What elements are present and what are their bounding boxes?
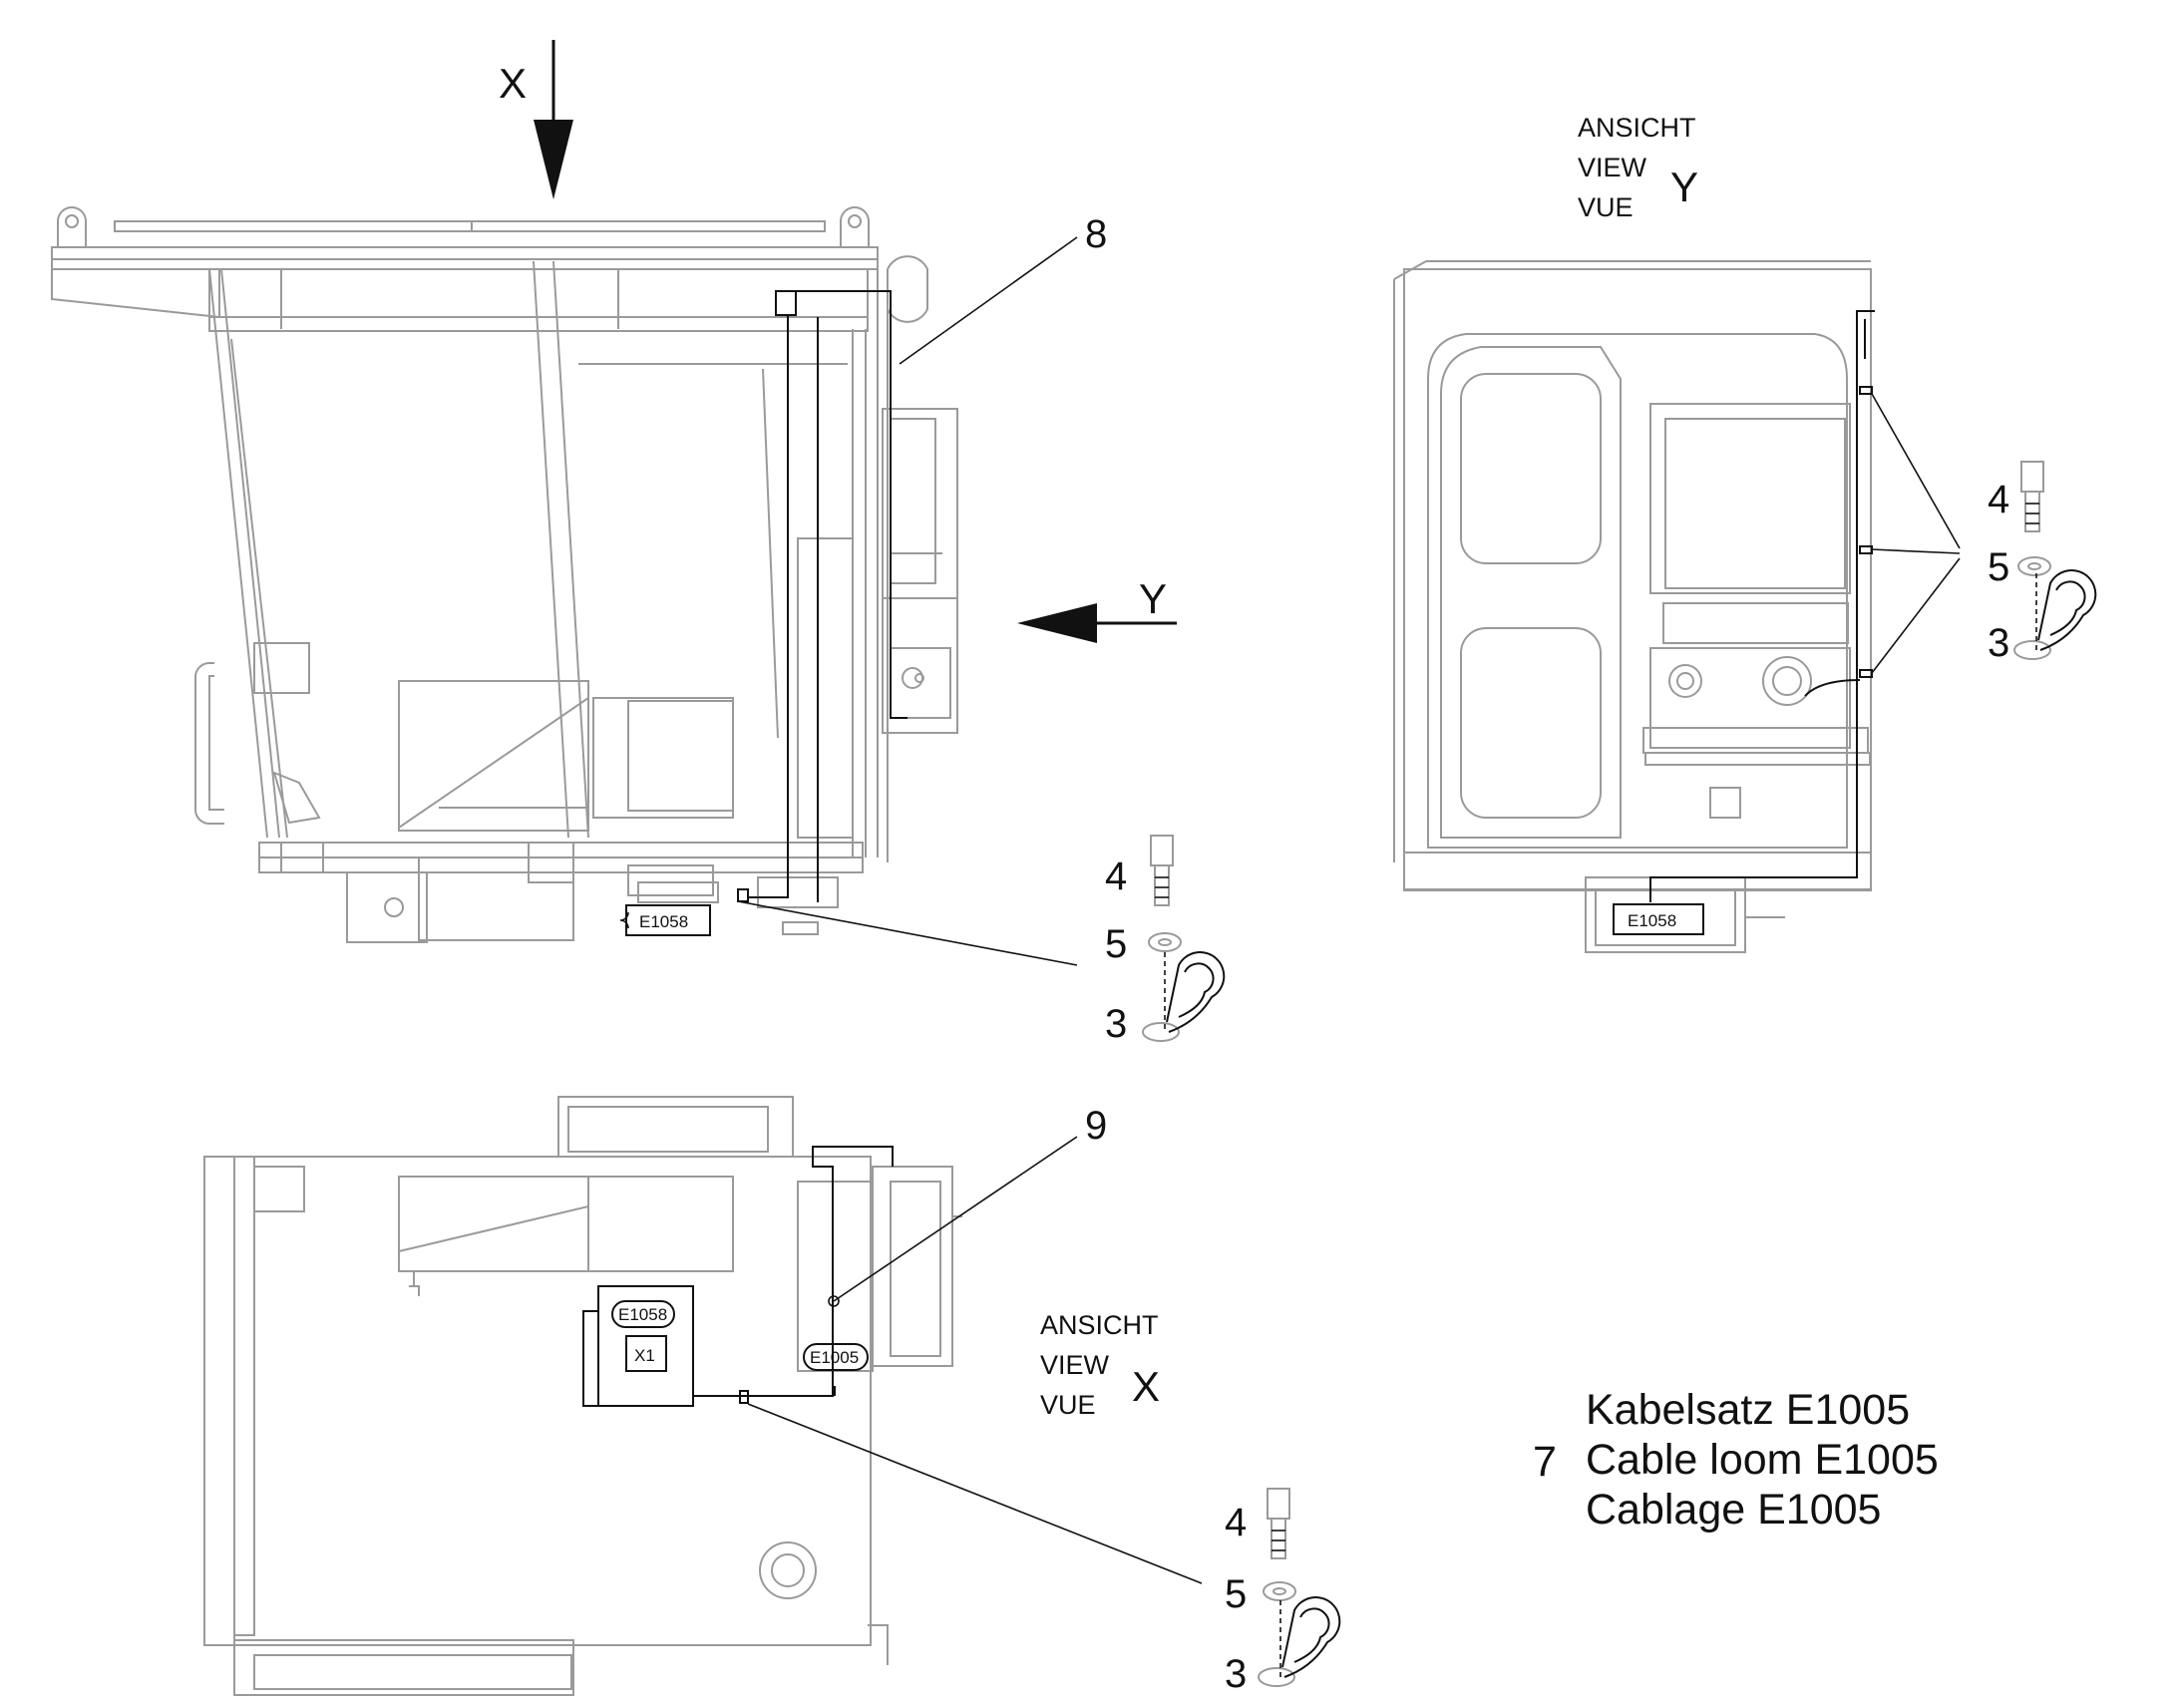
view-y-letter: Y <box>1670 164 1698 210</box>
part-group-view-x: 4 5 3 <box>747 1403 1341 1696</box>
part-label-clamp: 3 <box>1988 621 2009 665</box>
clamp-icon <box>1142 951 1226 1042</box>
part-label-washer: 5 <box>1105 922 1127 966</box>
connector-tag-e1058-top <box>611 1300 675 1328</box>
washer-icon <box>1263 1581 1296 1601</box>
part-label-clamp: 3 <box>1105 1002 1127 1046</box>
screw-icon <box>1267 1488 1290 1559</box>
view-x-cab <box>203 1096 962 1696</box>
callout-8: 8 <box>1085 212 1107 256</box>
view-x-label-fr: VUE <box>1040 1390 1096 1420</box>
connector-tag-e1005 <box>803 1343 869 1371</box>
view-arrow-y-label: Y <box>1139 575 1167 622</box>
side-view-cab <box>51 206 958 943</box>
svg-text:E1005: E1005 <box>810 1348 859 1367</box>
view-y-label-en: VIEW <box>1578 153 1647 182</box>
svg-text:E1058: E1058 <box>639 912 688 931</box>
view-arrow-x-label: X <box>499 60 527 107</box>
screw-icon <box>1150 835 1174 906</box>
title-line-en: Cable loom E1005 <box>1586 1436 1939 1484</box>
view-x-label-de: ANSICHT <box>1040 1310 1159 1340</box>
view-x-letter: X <box>1132 1363 1160 1410</box>
part-group-side: 4 5 3 <box>737 835 1226 1046</box>
connector-tag-e1058-side <box>625 904 711 936</box>
washer-icon <box>2017 556 2051 576</box>
part-label-screw: 4 <box>1105 854 1127 898</box>
view-y-label-fr: VUE <box>1578 192 1634 222</box>
title-line-fr: Cablage E1005 <box>1586 1486 1881 1534</box>
connector-tag-e1058-rear <box>1613 903 1704 935</box>
callout-9-leader <box>833 1136 1078 1302</box>
callout-8-leader <box>899 236 1078 365</box>
part-group-view-y: 4 5 3 <box>1871 393 2097 674</box>
part-label-washer: 5 <box>1225 1572 1247 1616</box>
clamp-icon <box>1258 1596 1341 1687</box>
callout-9: 9 <box>1085 1104 1107 1148</box>
title-item-number: 7 <box>1533 1438 1557 1486</box>
svg-text:E1058: E1058 <box>1628 911 1676 930</box>
svg-text:E1058: E1058 <box>618 1305 667 1324</box>
view-arrow-x <box>534 40 573 199</box>
view-y-label-de: ANSICHT <box>1578 113 1696 143</box>
view-y-cab <box>1393 260 1875 953</box>
view-x-label-en: VIEW <box>1040 1350 1110 1380</box>
part-label-screw: 4 <box>1988 478 2009 521</box>
washer-icon <box>1148 932 1182 952</box>
screw-icon <box>2020 461 2044 532</box>
part-label-washer: 5 <box>1988 545 2009 589</box>
view-arrow-y <box>1017 603 1177 643</box>
clamp-icon <box>2013 569 2097 660</box>
part-label-screw: 4 <box>1225 1501 1247 1544</box>
title-line-de: Kabelsatz E1005 <box>1586 1386 1910 1434</box>
connector-x1: X1 <box>634 1346 655 1365</box>
part-label-clamp: 3 <box>1225 1652 1247 1696</box>
